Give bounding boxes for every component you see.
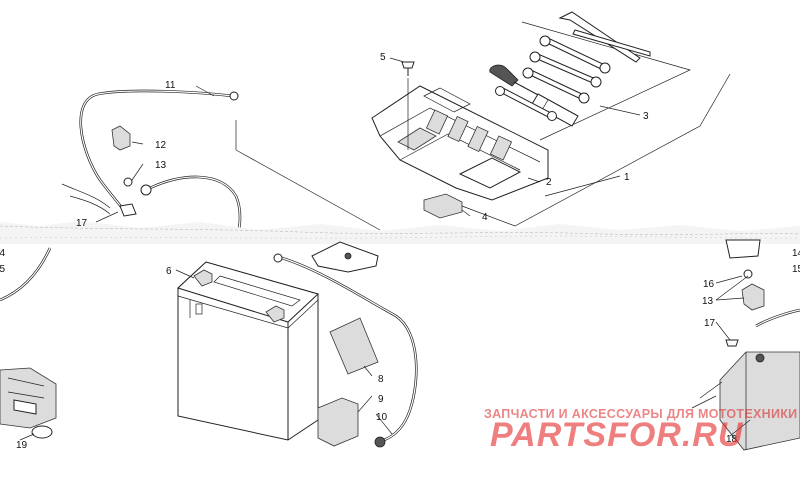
callout-6: 6 (166, 266, 172, 277)
callout-5: 5 (380, 52, 386, 63)
callout-15-right: 15 (792, 264, 800, 275)
callout-15-left: 15 (0, 264, 6, 275)
watermark: ЗАПЧАСТИ И АКСЕССУАРЫ ДЛЯ МОТОТЕХНИКИ PA… (484, 407, 797, 454)
callout-2: 2 (546, 177, 552, 188)
right-starter-fragment (691, 239, 800, 451)
callout-16: 16 (703, 279, 715, 290)
callout-14-right: 14 (792, 248, 800, 259)
positive-cable (273, 253, 418, 448)
callout-13-right: 13 (702, 296, 714, 307)
battery-pad (329, 317, 379, 375)
battery-tray (371, 61, 731, 227)
callout-12: 12 (155, 140, 167, 151)
callout-3: 3 (643, 111, 649, 122)
battery-foam (317, 397, 359, 447)
watermark-tagline: ЗАПЧАСТИ И АКСЕССУАРЫ ДЛЯ МОТОТЕХНИКИ (484, 407, 797, 421)
callout-14-left: 14 (0, 248, 6, 259)
ground-cable-assembly (61, 89, 381, 235)
callout-4: 4 (482, 212, 488, 223)
callout-17-right: 17 (704, 318, 716, 329)
callout-11: 11 (165, 80, 176, 91)
callout-9: 9 (378, 394, 384, 405)
callout-labels: 11 12 13 17 5 3 2 1 4 14 15 6 8 9 10 19 … (0, 52, 800, 451)
battery (177, 261, 319, 441)
leader-lines (19, 57, 751, 441)
left-starter-fragment (0, 247, 57, 439)
watermark-logo: PARTSFOR.RU (490, 416, 744, 454)
callout-1: 1 (624, 172, 630, 183)
callout-13: 13 (155, 160, 167, 171)
callout-19: 19 (16, 440, 28, 451)
callout-8: 8 (378, 374, 384, 385)
callout-18: 18 (726, 434, 738, 445)
tool-kit (489, 11, 691, 141)
image-cut-band (0, 221, 800, 244)
callout-10: 10 (376, 412, 388, 423)
callout-17: 17 (76, 218, 88, 229)
